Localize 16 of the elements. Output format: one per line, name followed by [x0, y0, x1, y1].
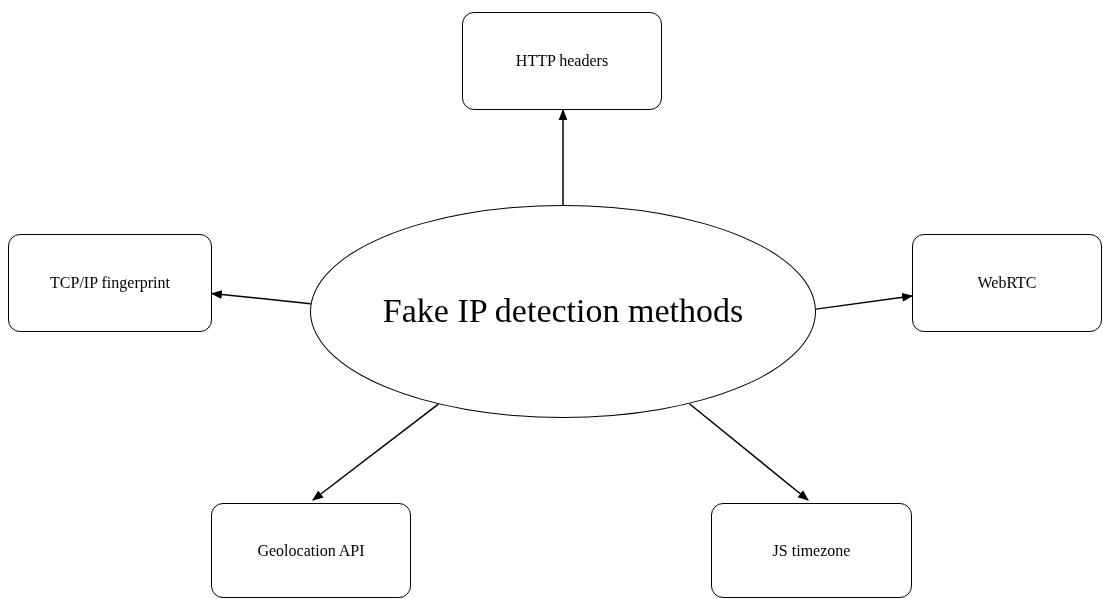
arrow	[815, 293, 914, 310]
rounded-box	[462, 12, 662, 110]
node-label: JS timezone	[772, 540, 851, 561]
node-label: Fake IP detection methods	[382, 291, 744, 332]
rounded-box	[912, 234, 1102, 332]
node-label: Geolocation API	[257, 540, 365, 561]
rounded-box	[211, 503, 411, 598]
arrow	[312, 403, 440, 501]
node-label: HTTP headers	[515, 51, 609, 71]
arrow	[688, 403, 809, 501]
rounded-box	[711, 503, 912, 598]
node-label: TCP/IP fingerprint	[50, 273, 170, 293]
arrow	[558, 108, 568, 206]
node-label: WebRTC	[977, 273, 1037, 293]
rounded-box	[8, 234, 212, 332]
arrow	[210, 290, 312, 305]
